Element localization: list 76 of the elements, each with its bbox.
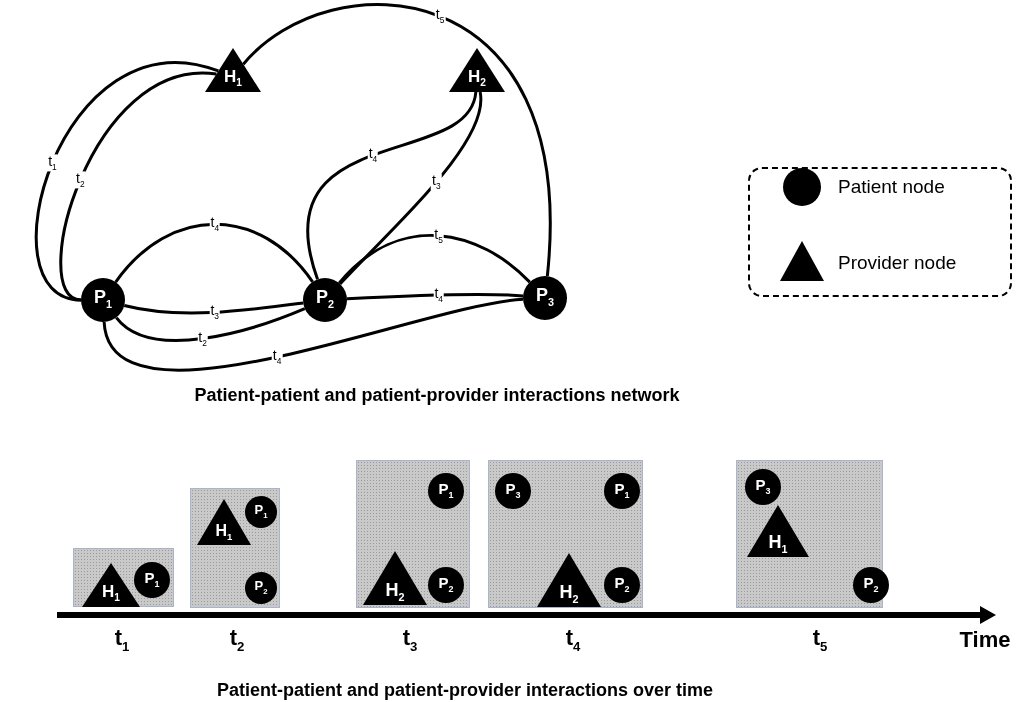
patient-circle <box>428 473 464 509</box>
edge-label: t$_{5}$ <box>434 7 446 25</box>
tick-label: t$_{1}$ <box>114 627 130 653</box>
connector-line <box>242 3 552 277</box>
connector-line <box>338 91 483 285</box>
node-label: P$_{1}$ <box>143 569 161 589</box>
time-window-box <box>73 548 174 607</box>
node-label: P$_{1}$ <box>93 288 113 310</box>
node-label: P$_{1}$ <box>437 480 455 500</box>
tick-label: t$_{4}$ <box>565 627 581 653</box>
patient-circle <box>134 562 170 598</box>
legend-label: Patient node <box>838 176 945 198</box>
node-label: H$_{1}$ <box>101 583 121 604</box>
connector-line <box>123 301 304 315</box>
node-label: H$_{2}$ <box>467 68 487 89</box>
patient-circle <box>745 469 781 505</box>
node-label: P$_{2}$ <box>862 574 880 594</box>
provider-triangle <box>449 48 505 92</box>
connector-line <box>307 91 478 280</box>
patient-circle <box>428 567 464 603</box>
patient-circle <box>853 567 889 603</box>
connector-line <box>346 292 524 301</box>
node-label: P$_{3}$ <box>504 480 522 500</box>
edge-label: t$_{3}$ <box>431 173 442 191</box>
node-label: P$_{2}$ <box>253 579 269 596</box>
connector-line <box>59 72 217 302</box>
edge-label: t$_{2}$ <box>75 171 86 189</box>
node-label: H$_{1}$ <box>214 523 234 542</box>
patient-circle <box>495 473 531 509</box>
node-label: P$_{2}$ <box>315 288 335 310</box>
provider-triangle <box>747 505 809 557</box>
legend-label: Provider node <box>838 252 957 274</box>
connector-line <box>115 307 306 342</box>
tick-label: t$_{2}$ <box>229 627 245 653</box>
node-label: H$_{2}$ <box>558 582 580 604</box>
axis-label: Time <box>959 629 1011 651</box>
edge-label: t$_{4}$ <box>367 146 379 164</box>
provider-triangle <box>205 48 261 92</box>
provider-triangle <box>363 551 427 605</box>
provider-triangle <box>197 499 251 545</box>
edge-label: t$_{2}$ <box>197 329 208 348</box>
node-label: H$_{1}$ <box>223 68 243 89</box>
provider-triangle <box>537 553 601 607</box>
patient-circle <box>604 567 640 603</box>
tick-label: t$_{3}$ <box>402 627 418 653</box>
tick-label: t$_{5}$ <box>812 627 828 653</box>
edge-label: t$_{3}$ <box>209 303 220 321</box>
patient-circle <box>523 276 567 320</box>
node-label: H$_{2}$ <box>384 580 406 602</box>
connector-line <box>102 297 524 372</box>
edge-label: t$_{1}$ <box>47 154 58 172</box>
connector-line <box>35 61 219 302</box>
node-label: P$_{2}$ <box>613 574 631 594</box>
node-label: P$_{1}$ <box>613 480 631 500</box>
provider-triangle <box>82 563 140 607</box>
node-label: P$_{3}$ <box>535 286 555 308</box>
connector-line <box>338 234 531 285</box>
edge-label: t$_{4}$ <box>271 348 283 366</box>
patient-circle <box>303 278 347 322</box>
patient-circle <box>245 496 277 528</box>
patient-circle <box>81 278 125 322</box>
patient-circle <box>245 572 277 604</box>
time-window-box <box>190 488 280 608</box>
node-label: H$_{1}$ <box>767 532 789 554</box>
connector-line <box>114 222 314 283</box>
time-window-box <box>488 460 643 608</box>
time-window-box <box>356 460 470 608</box>
edge-label: t$_{4}$ <box>433 286 445 304</box>
node-label: P$_{1}$ <box>253 503 269 520</box>
edge-label: t$_{5}$ <box>433 227 444 245</box>
patient-circle <box>604 473 640 509</box>
node-label: P$_{2}$ <box>437 574 455 594</box>
caption: Patient-patient and patient-provider interactions over time <box>216 681 714 699</box>
node-label: P$_{3}$ <box>754 476 772 496</box>
edge-label: t$_{4}$ <box>209 215 221 233</box>
caption: Patient-patient and patient-provider interactions network <box>194 386 680 404</box>
